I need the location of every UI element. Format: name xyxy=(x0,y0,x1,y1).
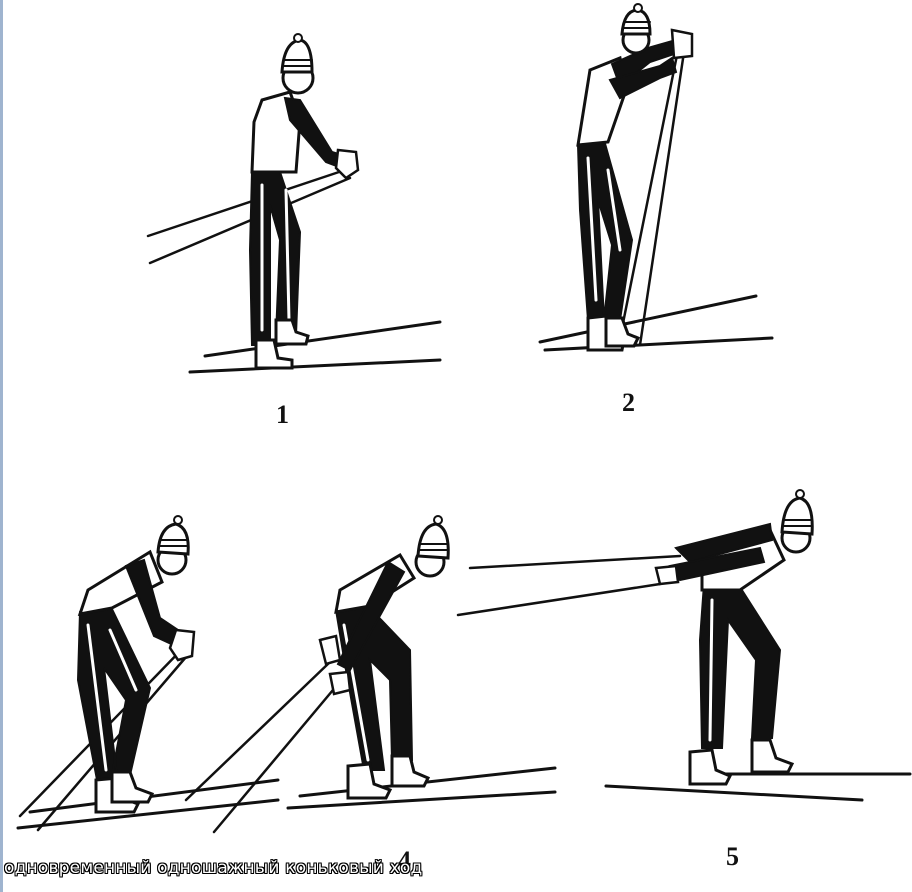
skier-figure-3 xyxy=(18,516,278,830)
figure-label-5: 5 xyxy=(726,842,739,872)
skier-figure-1 xyxy=(148,34,440,372)
figure-label-1: 1 xyxy=(276,400,289,430)
image-caption: одновременный одношажный коньковый ход xyxy=(4,858,422,878)
skier-figure-5 xyxy=(458,490,910,800)
skier-figure-2 xyxy=(540,4,772,350)
figure-label-2: 2 xyxy=(622,388,635,418)
